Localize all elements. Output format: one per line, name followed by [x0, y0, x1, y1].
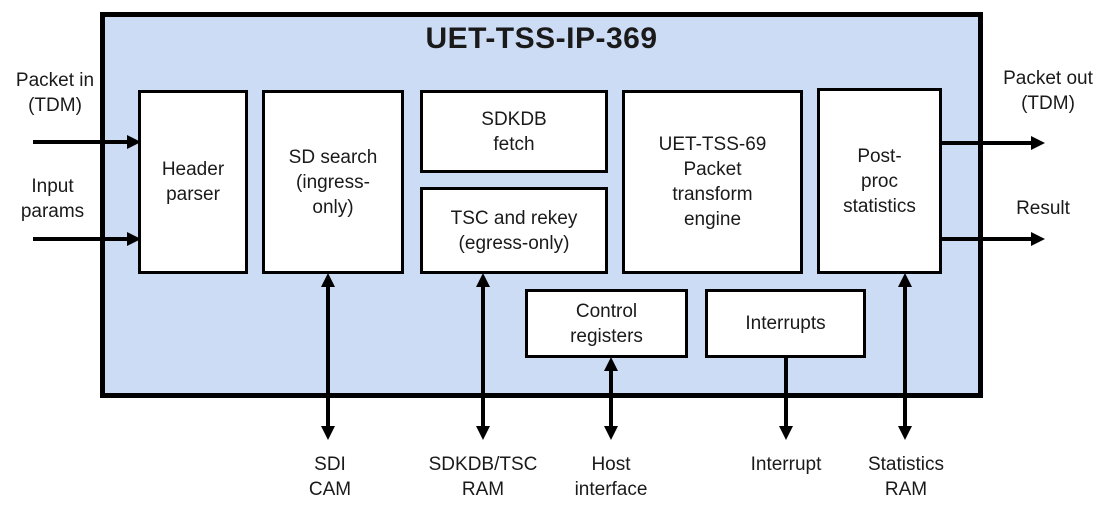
block-tsc-rekey: TSC and rekey (egress-only)	[420, 187, 608, 274]
block-interrupts: Interrupts	[705, 289, 866, 358]
arrow-line	[941, 141, 1033, 145]
block-header-parser: Header parser	[138, 90, 248, 274]
label-input-params: Input params	[20, 176, 85, 222]
arrowhead	[1031, 136, 1045, 150]
block-packet-transform-engine: UET-TSS-69 Packet transform engine	[622, 90, 803, 274]
arrowhead	[476, 426, 490, 440]
arrowhead	[779, 426, 793, 440]
arrowhead	[321, 273, 335, 287]
arrowhead	[127, 135, 141, 149]
label-host-interface: Host interface	[574, 454, 648, 500]
arrowhead	[898, 273, 912, 287]
block-interrupts-label: Interrupts	[745, 313, 826, 334]
arrowhead	[476, 273, 490, 287]
arrow-line	[903, 285, 907, 428]
arrow-line	[481, 285, 485, 428]
block-control-registers-label: Control registers	[570, 300, 643, 347]
arrow-line	[609, 369, 613, 428]
block-post-proc-statistics: Post- proc statistics	[817, 88, 942, 274]
block-post-proc-statistics-label: Post- proc statistics	[843, 145, 916, 217]
arrow-line	[326, 285, 330, 428]
arrow-line	[33, 237, 128, 241]
arrow-line	[941, 237, 1033, 241]
label-result: Result	[1016, 198, 1070, 219]
block-sd-search-label: SD search (ingress- only)	[288, 146, 378, 218]
arrowhead	[1031, 232, 1045, 246]
diagram-title: UET-TSS-IP-369	[425, 22, 658, 55]
arrow-line	[784, 356, 788, 428]
arrow-line	[33, 140, 128, 144]
block-packet-transform-engine-label: UET-TSS-69 Packet transform engine	[658, 134, 767, 230]
block-header-parser-label: Header parser	[161, 159, 225, 205]
block-sd-search: SD search (ingress- only)	[262, 90, 404, 274]
label-packet-out: Packet out (TDM)	[1003, 68, 1093, 114]
arrowhead	[127, 232, 141, 246]
block-tsc-rekey-label: TSC and rekey (egress-only)	[450, 207, 578, 254]
label-packet-in: Packet in (TDM)	[15, 70, 95, 116]
label-interrupt: Interrupt	[750, 454, 822, 475]
arrowhead	[898, 426, 912, 440]
arrowhead	[321, 426, 335, 440]
label-sdi-cam: SDI CAM	[308, 454, 352, 500]
label-statistics-ram: Statistics RAM	[867, 454, 945, 500]
block-sdkdb-fetch: SDKDB fetch	[420, 90, 608, 173]
arrowhead	[604, 426, 618, 440]
arrowhead	[604, 357, 618, 371]
block-sdkdb-fetch-label: SDKDB fetch	[481, 108, 547, 155]
block-control-registers: Control registers	[525, 289, 688, 358]
label-sdkdb-tsc-ram: SDKDB/TSC RAM	[428, 454, 538, 500]
